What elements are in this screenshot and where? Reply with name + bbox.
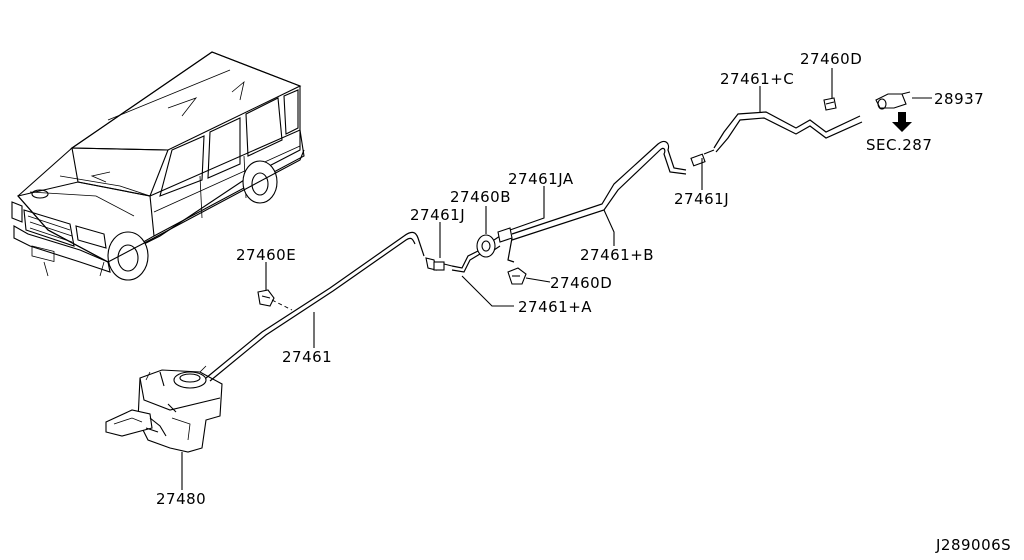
label-27461j-right: 27461J — [674, 190, 729, 208]
label-27461: 27461 — [282, 348, 332, 366]
clip-27460e — [257, 289, 275, 307]
hose-27461c — [713, 111, 861, 149]
washer-tank — [105, 365, 223, 453]
label-27461c: 27461+C — [720, 70, 794, 88]
joint-27461ja — [497, 227, 513, 243]
clip-27460d-mid — [507, 267, 527, 285]
label-27460d-mid: 27460D — [550, 274, 612, 292]
check-valve-27460b — [476, 234, 501, 258]
label-27461ja: 27461JA — [508, 170, 574, 188]
vehicle-illustration — [11, 51, 305, 281]
nozzle-28937 — [875, 91, 911, 110]
leader-lines — [181, 68, 932, 490]
label-27461b: 27461+B — [580, 246, 654, 264]
down-arrow-icon — [892, 112, 912, 132]
clip-27460d-top — [823, 97, 837, 111]
label-27460b: 27460B — [450, 188, 511, 206]
label-27461j-left: 27461J — [410, 206, 465, 224]
label-27480: 27480 — [156, 490, 206, 508]
label-27461a: 27461+A — [518, 298, 592, 316]
label-sec287: SEC.287 — [866, 136, 932, 154]
hose-27461 — [205, 231, 425, 379]
label-27460e: 27460E — [236, 246, 296, 264]
diagram-code: J289006S — [935, 536, 1011, 554]
hose-27461a — [451, 249, 481, 269]
label-27460d-top: 27460D — [800, 50, 862, 68]
joint-27461j-left — [425, 257, 453, 271]
hose-27461b — [511, 140, 687, 235]
label-28937: 28937 — [934, 90, 984, 108]
